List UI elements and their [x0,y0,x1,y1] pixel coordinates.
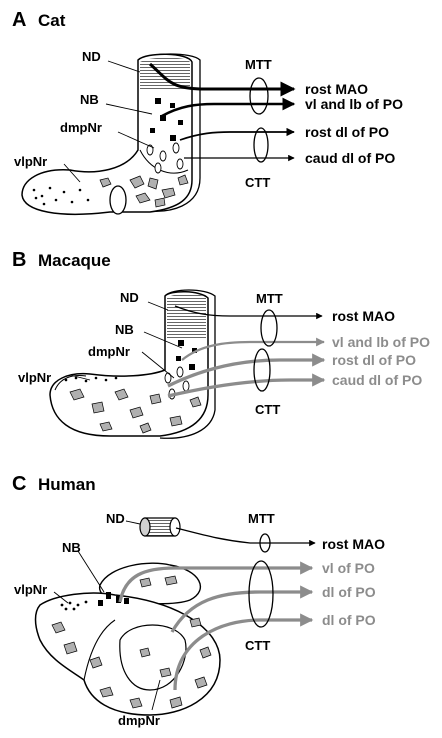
mtt-label: MTT [245,57,272,72]
nd-nucleus [139,517,181,537]
target-label: rost dl of PO [332,352,416,368]
panel-b-macaque: B Macaque [12,249,430,439]
target-label: caud dl of PO [332,372,422,388]
vlpnr-label: vlpNr [14,154,47,169]
leader-lines [63,60,155,183]
ctt-bundle [253,127,269,163]
projection-arrows [118,527,316,691]
dmpnr-cells [146,142,184,174]
ctt-bundle [253,348,271,392]
projection-arrows [167,305,326,398]
target-label: rost dl of PO [305,124,389,140]
projection-arrows [149,62,296,162]
mtt-bundle [260,309,278,347]
ctt-label: CTT [245,175,270,190]
panel-title: Macaque [38,251,111,270]
nd-label: ND [106,511,125,526]
panel-title: Human [38,475,96,494]
target-label: rost MAO [305,81,368,97]
mtt-bundle [249,77,269,115]
target-label: vl of PO [322,560,375,576]
vlpnr-dots [64,376,118,383]
panel-c-human: C Human [12,473,385,728]
nb-label: NB [115,322,134,337]
ctt-label: CTT [245,638,270,653]
mtt-label: MTT [248,511,275,526]
dmpnr-label: dmpNr [88,344,130,359]
vlpnr-label: vlpNr [14,582,47,597]
leader-lines [69,301,183,381]
leader-lines [53,520,161,711]
dmpnr-label: dmpNr [118,713,160,728]
mtt-label: MTT [256,291,283,306]
target-label: vl and lb of PO [332,334,430,350]
vlpnr-label: vlpNr [18,370,51,385]
panel-a-cat: A Cat [12,9,403,216]
target-label: caud dl of PO [305,150,395,166]
vlpnr-texture [99,174,189,208]
vlpnr-dots [60,600,88,611]
vlpnr-texture [51,575,212,709]
panel-title: Cat [38,11,66,30]
nb-label: NB [62,540,81,555]
target-label: dl of PO [322,584,376,600]
ctt-bundle [248,560,274,628]
nb-cell-clusters [176,340,197,370]
vlpnr-dots [32,186,90,206]
mtt-bundle [259,533,271,553]
tract-bundles [249,77,269,163]
target-label: dl of PO [322,612,376,628]
nd-label: ND [82,49,101,64]
tract-bundles [253,309,278,392]
panel-letter: B [12,249,26,271]
dmpnr-label: dmpNr [60,120,102,135]
nd-label: ND [120,290,139,305]
tract-bundles [248,533,274,628]
ctt-label: CTT [255,402,280,417]
target-label: rost MAO [332,308,395,324]
target-label: vl and lb of PO [305,96,403,112]
target-label: rost MAO [322,536,385,552]
nb-cell-clusters [98,592,129,606]
panel-letter: C [12,473,26,495]
nb-label: NB [80,92,99,107]
vlpnr-texture [69,388,202,434]
nb-cell-clusters [150,98,183,141]
panel-letter: A [12,9,26,31]
olive-outline [49,289,216,439]
